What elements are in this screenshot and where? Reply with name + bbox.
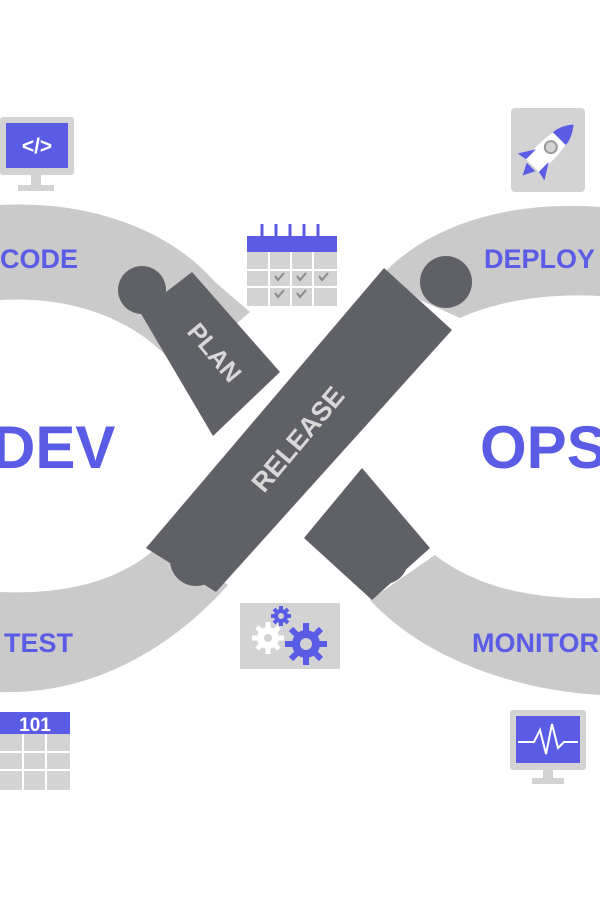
test-band [0,540,228,693]
binary-table-icon: 101 [0,712,70,790]
pulse-monitor-icon [510,710,586,784]
stage-monitor: MONITOR [472,628,599,658]
release-knob-bottom [170,534,222,586]
stage-deploy: DEPLOY [484,244,595,274]
code-monitor-glyph: </> [22,135,52,158]
ops-lower-knob [360,536,408,584]
release-piece [146,268,452,592]
release-knob-top [420,256,472,308]
calendar-icon [247,224,337,306]
plan-piece [140,272,280,436]
stage-test: TEST [4,628,74,658]
dev-label: DEV [0,414,115,481]
stage-code: CODE [0,244,78,274]
plan-knob [118,266,166,314]
ops-label: OPS [480,414,600,481]
rocket-icon [511,108,585,192]
gears-icon [240,603,340,669]
code-monitor-icon: </> [0,117,74,191]
monitor-band [370,555,600,695]
binary-table-glyph: 101 [19,715,51,736]
